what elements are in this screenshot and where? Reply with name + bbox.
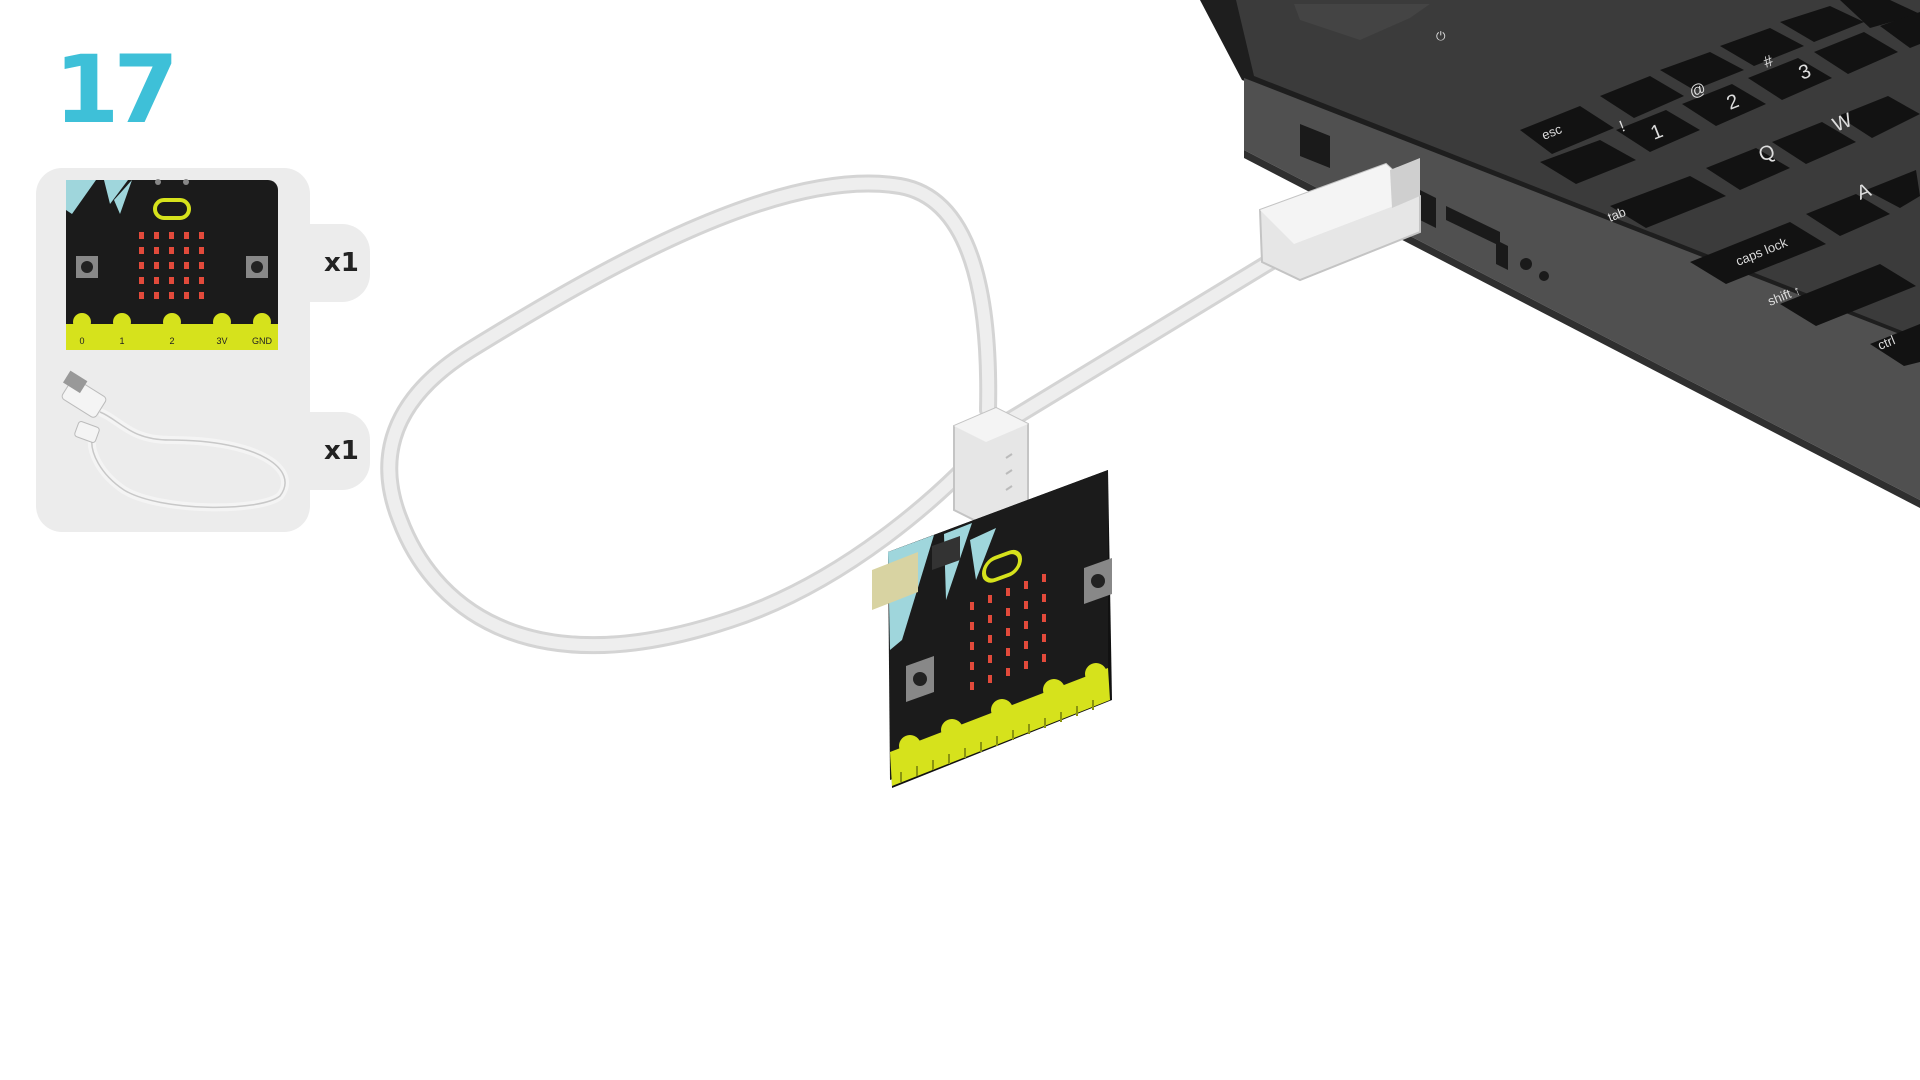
board-quantity: x1 <box>324 248 359 278</box>
led-grid <box>139 232 204 299</box>
pin-label-1: 1 <box>119 336 124 346</box>
key-at: @ <box>1687 80 1708 102</box>
key-ctrl: ctrl <box>1876 332 1898 352</box>
pin-label-2: 2 <box>169 336 174 346</box>
key-exclamation: ! <box>1617 118 1627 135</box>
usb-a-connector <box>1258 158 1421 282</box>
microbit-board <box>872 470 1112 788</box>
key-esc: esc <box>1540 121 1565 143</box>
quantity-tab-cable <box>300 412 370 490</box>
power-button-icon: ⏻ <box>1436 29 1446 43</box>
key-q: Q <box>1756 140 1779 166</box>
pin-label-gnd: GND <box>252 336 273 346</box>
step-number: 17 <box>54 36 179 145</box>
usb-cable <box>380 158 1421 655</box>
usb-cable-thumbnail <box>61 370 289 512</box>
cable-quantity: x1 <box>324 436 359 466</box>
laptop-usb-port <box>1300 124 1330 168</box>
pin-label-0: 0 <box>79 336 84 346</box>
key-tab: tab <box>1606 204 1628 225</box>
led-matrix <box>970 574 1046 690</box>
quantity-tab-board <box>300 224 370 302</box>
keyboard <box>1520 0 1920 366</box>
microbit-thumbnail: 0 1 2 3V GND <box>66 179 278 350</box>
pin-label-3v: 3V <box>216 336 227 346</box>
